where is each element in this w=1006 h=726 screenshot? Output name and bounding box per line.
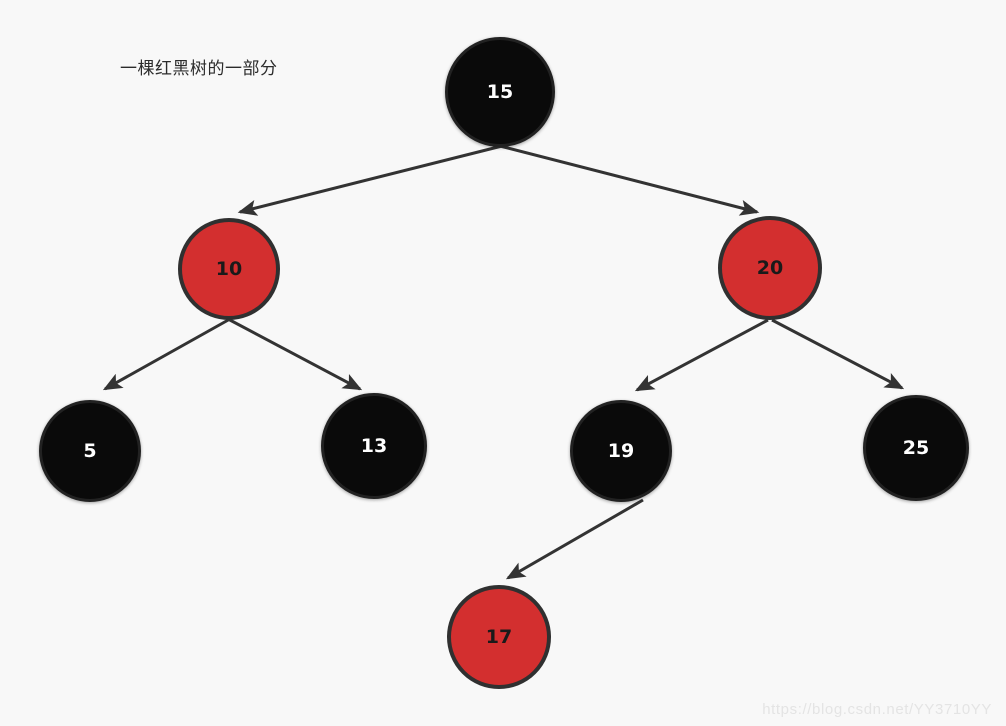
tree-node-label: 20 — [756, 256, 784, 279]
tree-edge-n15-to-n20 — [499, 144, 760, 216]
tree-node-17[interactable]: 17 — [447, 585, 551, 689]
tree-node-15[interactable]: 15 — [445, 37, 555, 147]
tree-node-19[interactable]: 19 — [570, 400, 672, 502]
tree-node-label: 19 — [607, 439, 635, 462]
tree-edge-n15-to-n10 — [237, 144, 503, 216]
tree-edge-n19-to-n17 — [505, 498, 644, 580]
tree-node-label: 25 — [902, 436, 930, 459]
tree-node-label: 10 — [215, 257, 243, 280]
tree-edge-n10-to-n5 — [102, 317, 231, 391]
tree-node-20[interactable]: 20 — [718, 216, 822, 320]
tree-node-13[interactable]: 13 — [321, 393, 427, 499]
tree-node-label: 15 — [486, 80, 514, 103]
tree-node-label: 5 — [83, 439, 97, 462]
tree-edges — [102, 144, 905, 580]
tree-node-25[interactable]: 25 — [863, 395, 969, 501]
diagram-caption: 一棵红黑树的一部分 — [120, 59, 278, 79]
tree-node-label: 13 — [360, 434, 388, 457]
watermark: https://blog.csdn.net/YY3710YY — [762, 701, 992, 718]
tree-edge-n10-to-n13 — [227, 317, 363, 391]
tree-edge-n20-to-n25 — [771, 318, 905, 390]
tree-edge-n20-to-n19 — [634, 318, 769, 392]
tree-node-label: 17 — [485, 625, 513, 648]
tree-node-10[interactable]: 10 — [178, 218, 280, 320]
tree-node-5[interactable]: 5 — [39, 400, 141, 502]
